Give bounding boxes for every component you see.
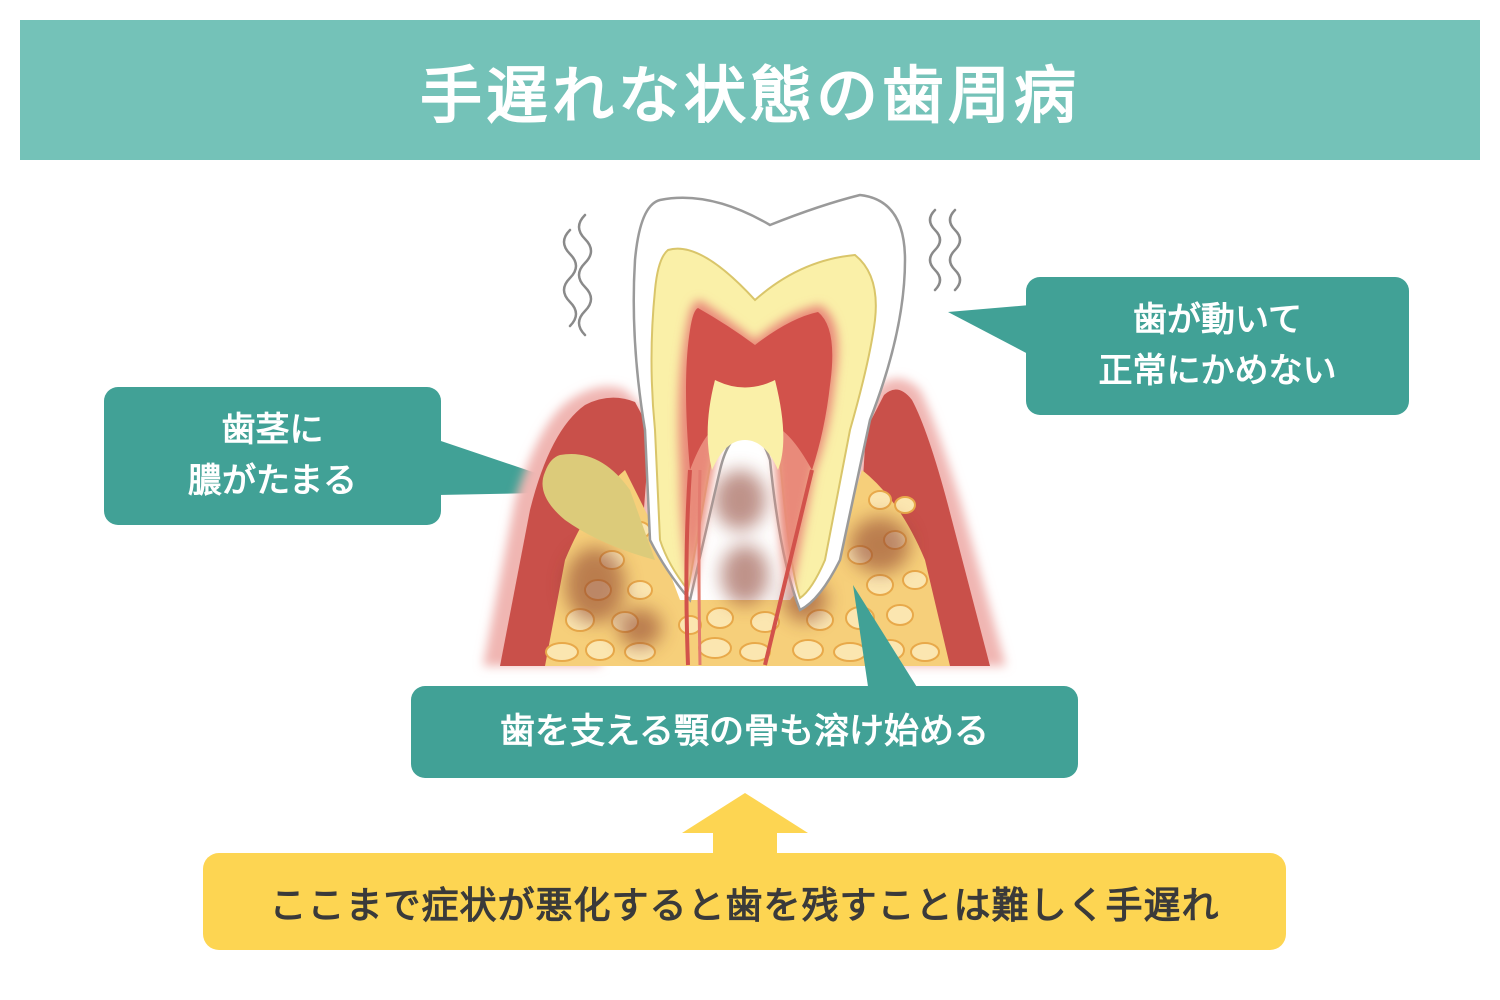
pus-pocket [542, 454, 655, 560]
wavy-motion-lines-icon [562, 208, 962, 337]
note-text: ここまで症状が悪化すると歯を残すことは難しく手遅れ [269, 883, 1220, 927]
callout-bone-loss-text: 歯を支える顎の骨も溶け始める [500, 711, 989, 752]
callout-loose-tooth: 歯が動いて 正常にかめない [1026, 277, 1409, 415]
up-arrow-icon [682, 793, 808, 856]
callout-pus-line2: 膿がたまる [188, 461, 357, 501]
note-bar: ここまで症状が悪化すると歯を残すことは難しく手遅れ [203, 853, 1286, 950]
title-bar: 手遅れな状態の歯周病 [20, 20, 1480, 160]
page-title: 手遅れな状態の歯周病 [419, 59, 1080, 132]
tooth-cross-section-icon [632, 193, 907, 666]
callout-bone-loss: 歯を支える顎の骨も溶け始める [411, 686, 1078, 778]
callout-loose-tooth-line2: 正常にかめない [1098, 351, 1337, 391]
callout-bottom-pointer [853, 585, 920, 700]
callout-right-pointer [948, 305, 1030, 355]
callout-pus-line1: 歯茎に [221, 410, 324, 450]
callout-loose-tooth-line1: 歯が動いて [1133, 300, 1302, 340]
callout-pus: 歯茎に 膿がたまる [104, 387, 441, 525]
